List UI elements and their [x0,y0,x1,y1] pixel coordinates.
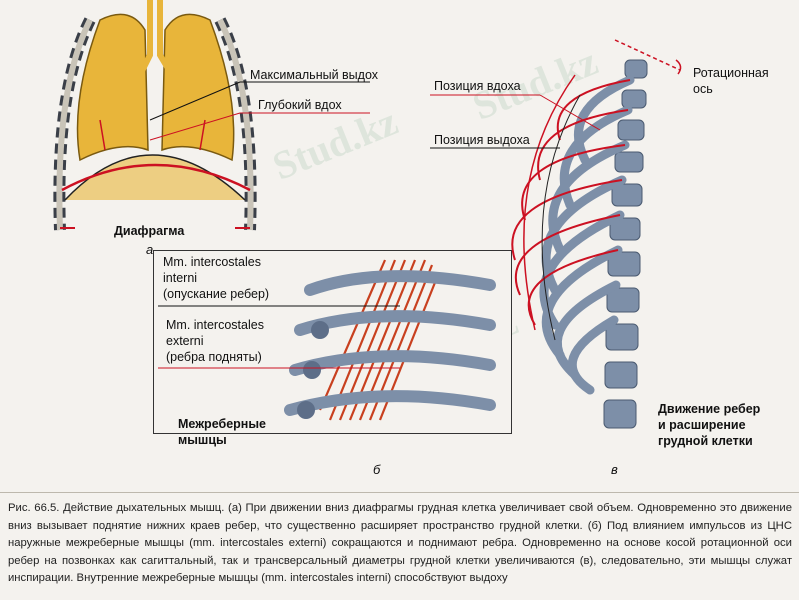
figure-caption: Рис. 66.5. Действие дыхательных мышц. (а… [8,502,792,584]
panel-letter-c: в [611,462,618,477]
label-interni-3: (опускание ребер) [163,287,270,301]
label-interni-1: Mm. intercostales [163,255,261,269]
label-rib-movement-1: Движение ребер [658,402,761,416]
label-rib-movement-3: грудной клетки [658,434,753,448]
panel-b-frame [153,250,512,434]
label-max-exhale: Максимальный выдох [250,68,379,82]
label-muscles-2: мышцы [178,433,227,447]
label-muscles-1: Межреберные [178,417,266,431]
label-deep-inhale: Глубокий вдох [258,98,342,112]
caption-divider [0,492,799,493]
label-exhale-position: Позиция выдоха [434,133,530,147]
label-externi-3: (ребра подняты) [166,350,262,364]
label-rib-movement-2: и расширение [658,418,746,432]
panel-letter-a: а [146,242,154,257]
panel-letter-b: б [373,462,381,477]
label-diaphragm: Диафрагма [114,224,185,238]
label-rotation-axis-1: Ротационная [693,66,769,80]
label-externi-1: Mm. intercostales [166,318,264,332]
label-rotation-axis-2: ось [693,82,713,96]
label-interni-2: interni [163,271,198,285]
label-externi-2: externi [166,334,204,348]
label-inhale-position: Позиция вдоха [434,79,521,93]
